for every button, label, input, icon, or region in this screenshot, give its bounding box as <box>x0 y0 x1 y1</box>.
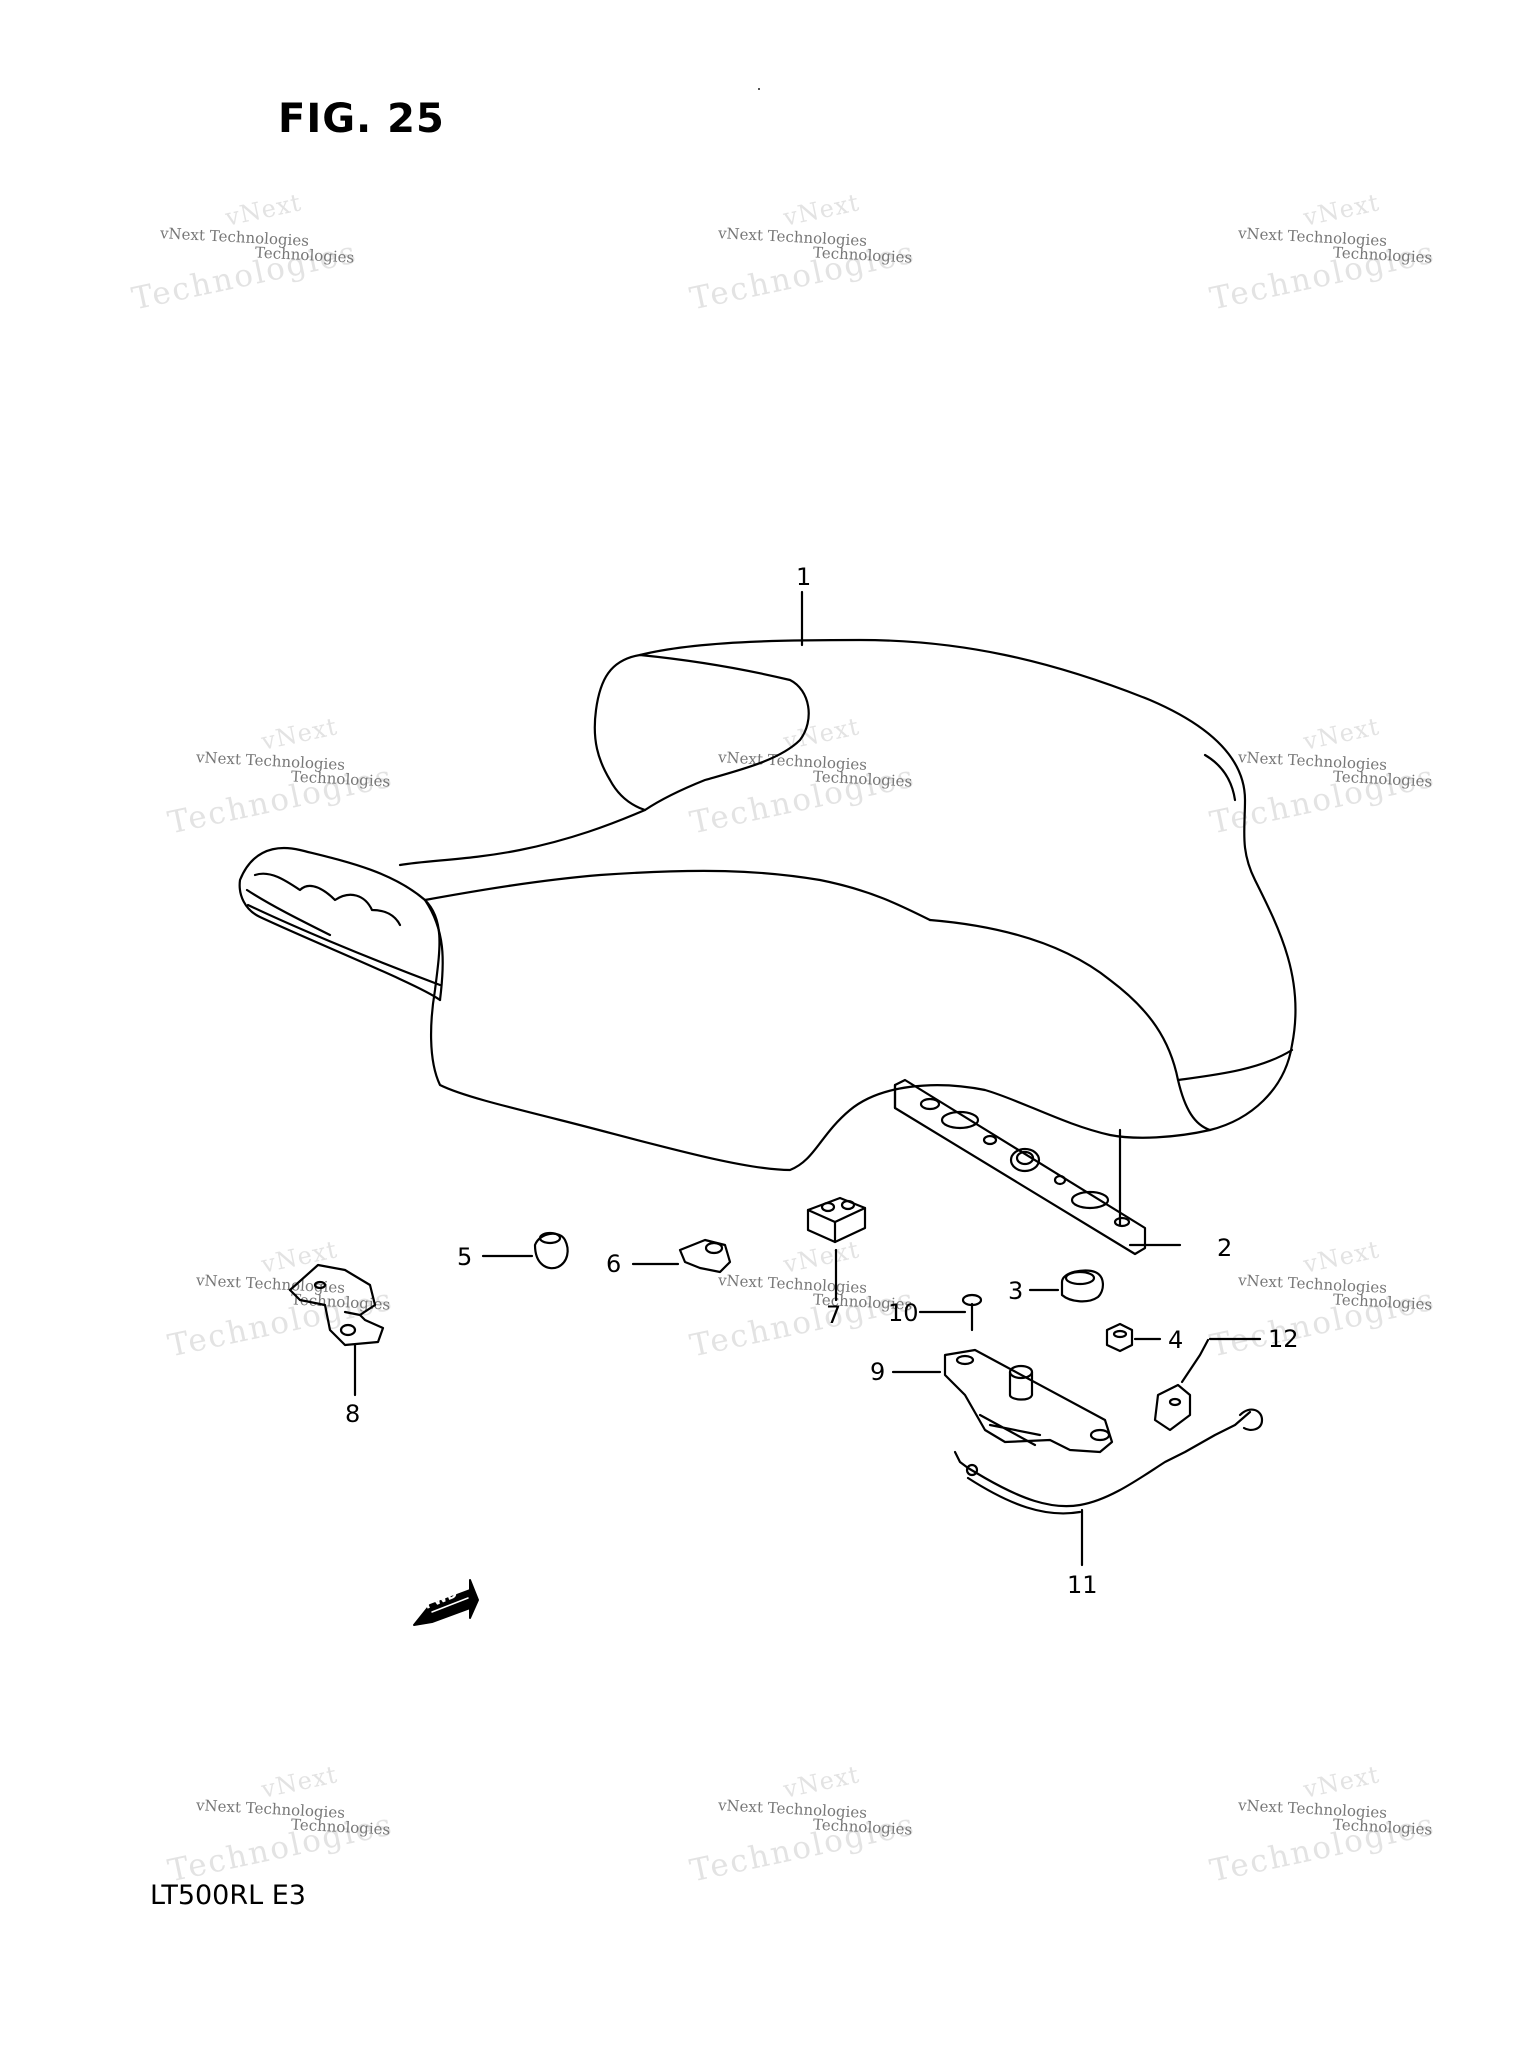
speck <box>758 88 760 90</box>
model-code: LT500RL E3 <box>150 1880 306 1911</box>
cable-part-11 <box>953 1408 1264 1567</box>
seat-bracket-part-2 <box>893 1078 1182 1256</box>
bracket-part-8 <box>288 1263 385 1397</box>
callout-2: 2 <box>1217 1234 1233 1262</box>
screw-part-10 <box>918 1293 983 1332</box>
block-part-7 <box>806 1196 867 1302</box>
callout-10: 10 <box>888 1299 919 1327</box>
callout-11: 11 <box>1067 1571 1098 1599</box>
clip-part-12 <box>1153 1337 1262 1432</box>
figure-title: FIG. 25 <box>278 96 445 142</box>
callout-6: 6 <box>606 1250 622 1278</box>
callout-4: 4 <box>1168 1326 1184 1354</box>
fwd-arrow <box>413 1579 479 1626</box>
callout-3: 3 <box>1008 1277 1024 1305</box>
cushion-part-5 <box>481 1231 569 1270</box>
callout-7: 7 <box>826 1301 842 1329</box>
callout-9: 9 <box>870 1358 886 1386</box>
nut-part-4 <box>1105 1322 1162 1353</box>
callout-5: 5 <box>457 1243 473 1271</box>
seat-part-1 <box>238 638 1297 1172</box>
callout-1: 1 <box>796 563 812 591</box>
latch-plate-part-9 <box>891 1348 1114 1454</box>
callout-12: 12 <box>1268 1325 1299 1353</box>
callout-8: 8 <box>345 1400 361 1428</box>
cushion-part-3 <box>1028 1269 1104 1303</box>
bracket-part-6 <box>631 1238 732 1274</box>
